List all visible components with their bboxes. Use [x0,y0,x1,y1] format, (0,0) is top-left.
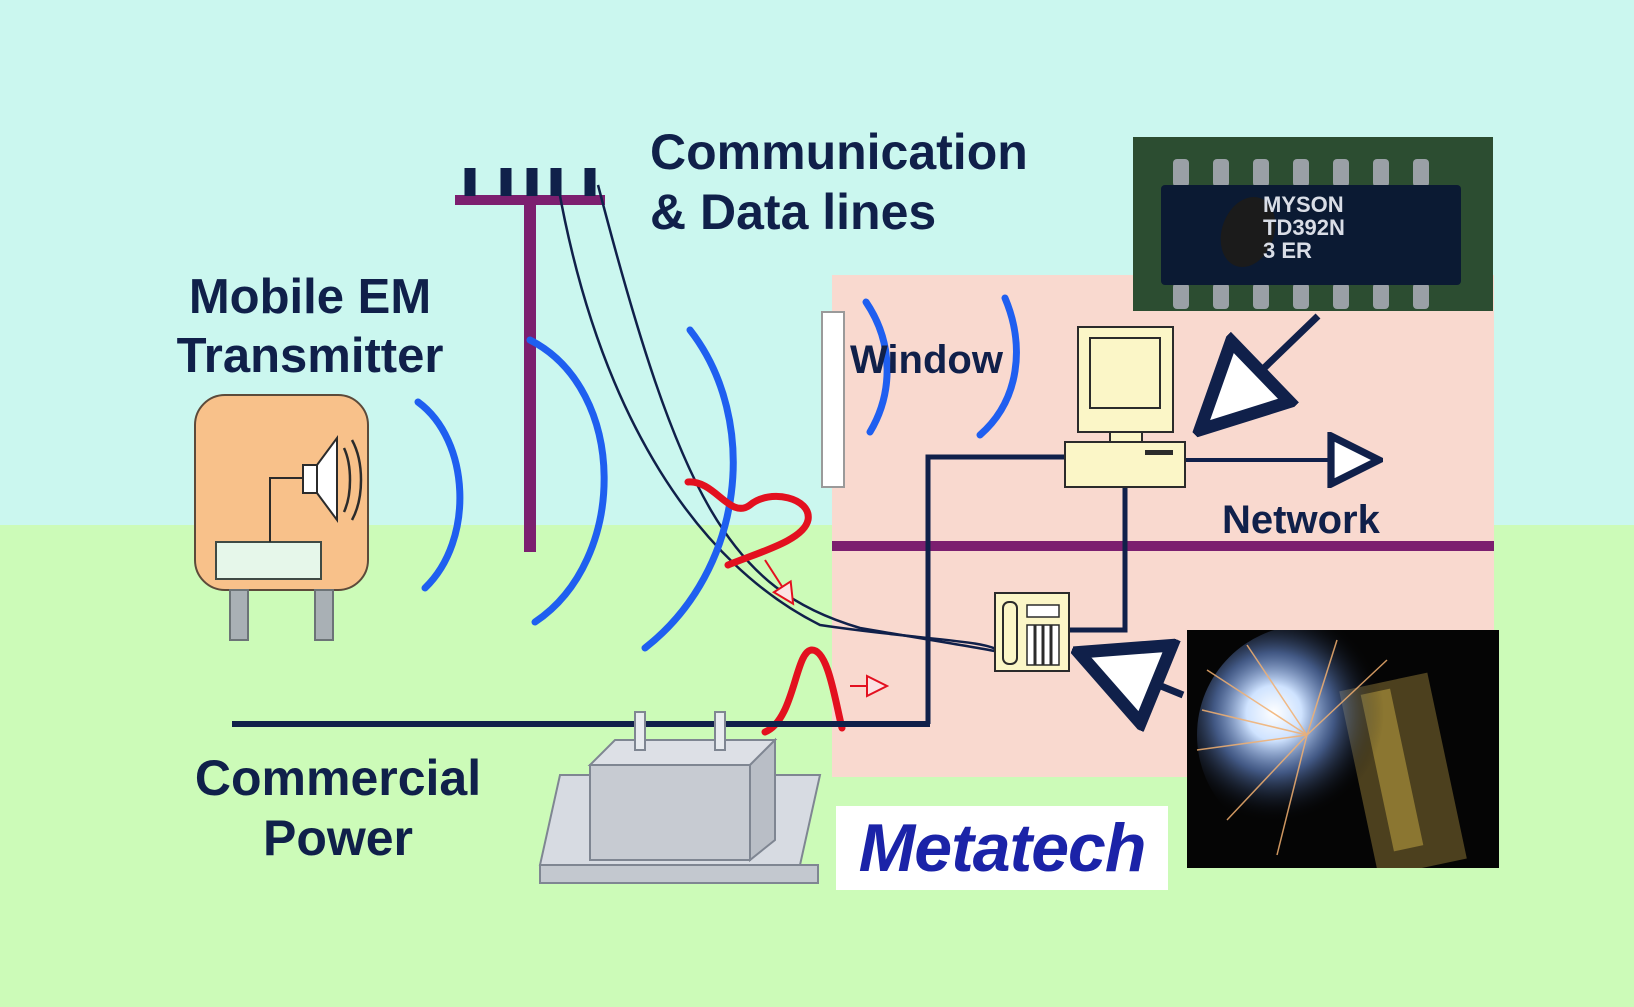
communication-data-lines-label: Communication & Data lines [650,124,1028,240]
data-line-upper [556,184,1001,653]
em-wave-4 [862,298,891,436]
transformer [538,711,822,884]
em-wave-5 [976,294,1020,439]
metatech-logo: Metatech [836,806,1168,890]
building-wiring [925,454,1065,724]
telephone-icon [994,592,1070,672]
surge-arrow-data [764,559,792,602]
chip-pointer-arrow [1205,313,1321,425]
em-wave-2 [526,336,608,626]
spark-photo-graphic [1187,630,1499,868]
mobile-transmitter [194,394,369,641]
chip-photo: MYSON TD392N 3 ER [1133,137,1493,311]
phone-computer-wire [1064,483,1128,633]
spark-pointer-arrow [1085,655,1185,695]
computer-icon [1064,326,1186,488]
chip-photo-graphic [1133,137,1493,311]
em-wave-3 [641,326,737,652]
network-label: Network [1222,498,1380,542]
surge-pulse-data [684,478,812,569]
window-label: Window [850,338,1003,382]
metatech-logo-text: Metatech [858,810,1147,886]
window [821,311,845,488]
mobile-em-transmitter-label: Mobile EM Transmitter [176,270,444,383]
chip-marking: MYSON TD392N 3 ER [1263,192,1345,264]
surge-pulse-power [761,646,846,736]
spark-photo [1187,630,1499,868]
commercial-power-label: Commercial Power [194,750,482,866]
em-wave-1 [414,398,464,592]
pole-insulators [464,168,596,196]
